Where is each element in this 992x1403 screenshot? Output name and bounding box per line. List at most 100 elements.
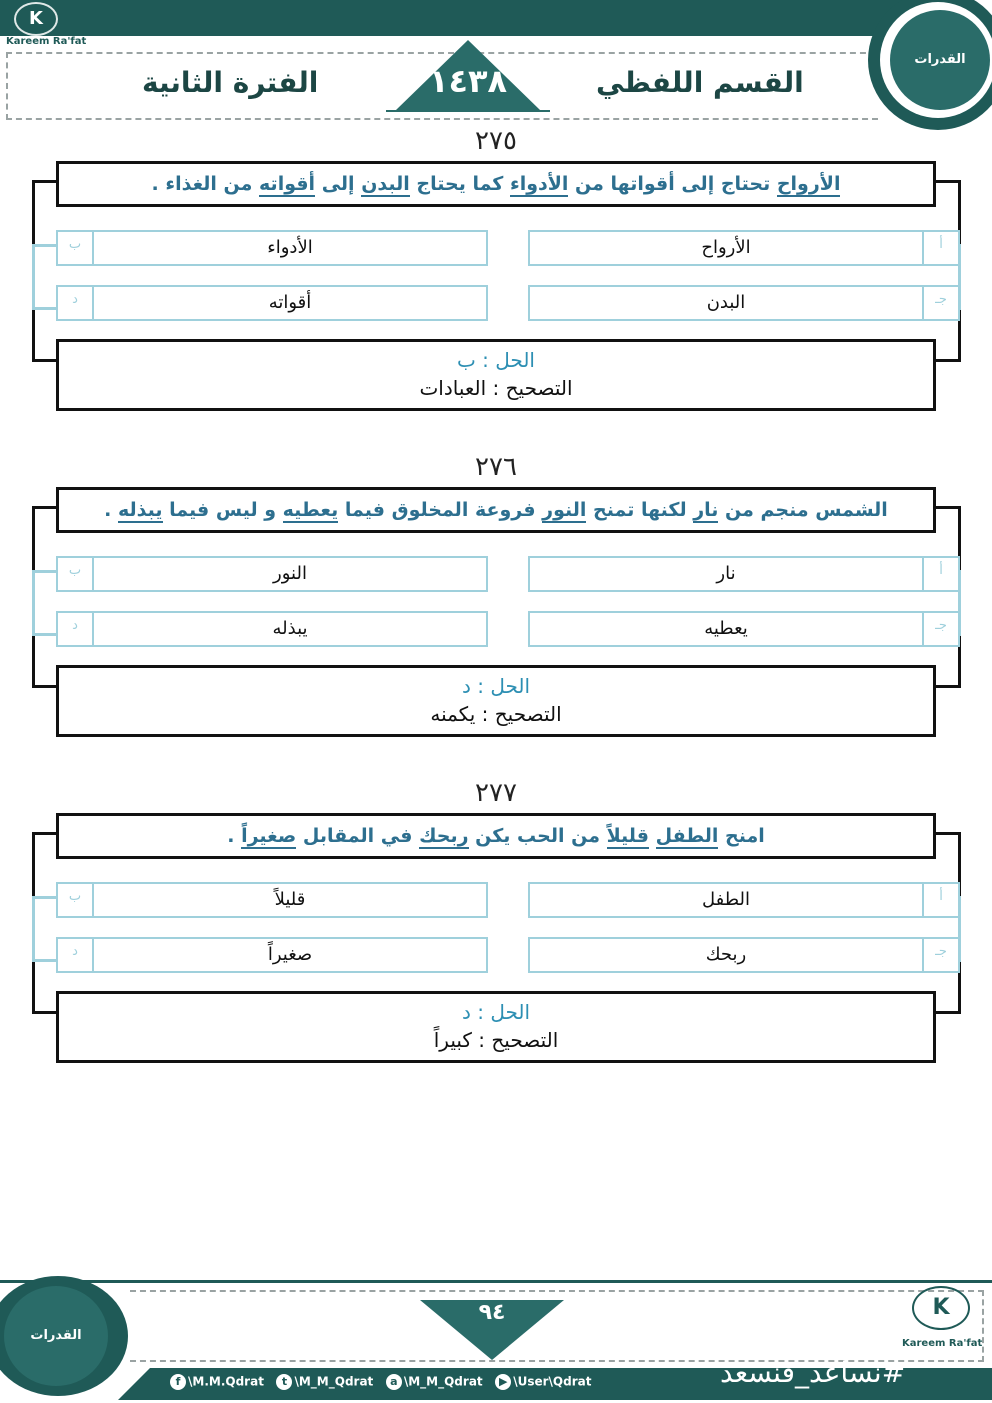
underlined-word: أقواته [259, 173, 316, 197]
facebook-icon: f [170, 1374, 186, 1390]
option-c-letter: جـ [922, 287, 958, 319]
kareem-logo-name: Kareem Ra'fat [6, 36, 87, 47]
answer-box: الحل : د التصحيح : يكمنه [56, 665, 936, 737]
option-a-letter: أ [922, 884, 958, 916]
question-text: و ليس فيما [162, 499, 283, 521]
option-b-text: قليلاً [274, 889, 306, 910]
youtube-link[interactable]: \User\Qdrat [513, 1374, 592, 1389]
underlined-word: قليلاً [606, 825, 649, 849]
question-text: في المقابل [296, 825, 420, 847]
option-c-letter: جـ [922, 613, 958, 645]
question-text: من الغذاء . [151, 173, 260, 195]
header-band [0, 0, 920, 36]
option-b-letter: ب [58, 558, 94, 590]
twitter-link[interactable]: \M_M_Qdrat [294, 1374, 374, 1389]
hashtag: #نساعد_فنسعد [720, 1356, 906, 1389]
option-a-letter: أ [922, 232, 958, 264]
underlined-word: نار [693, 499, 719, 523]
question-text: . [227, 825, 242, 847]
question-text: الشمس منجم من [718, 499, 888, 521]
question-text: لكنها تمنح [586, 499, 694, 521]
question-number: ٢٧٧ [475, 778, 517, 808]
underlined-word: الأرواح [776, 173, 841, 197]
question-text: تحتاج إلى أقواتها من [568, 173, 777, 195]
option-d-letter: د [58, 939, 94, 971]
social-links: f\M.M.Qdrat t\M_M_Qdrat a\M_M_Qdrat ▶\Us… [170, 1374, 591, 1390]
option-c[interactable]: جـ ربحك [528, 937, 960, 973]
question-number: ٢٧٥ [475, 126, 517, 156]
footer-kareem-logo-icon: K [912, 1286, 970, 1330]
year-label: ١٤٣٨ [428, 62, 508, 100]
year-underline [386, 110, 550, 112]
option-b-letter: ب [58, 884, 94, 916]
option-b[interactable]: ب النور [56, 556, 488, 592]
question-text: فروعة المخلوق فيما [338, 499, 543, 521]
footer-band [0, 1280, 992, 1375]
option-d-letter: د [58, 613, 94, 645]
correction-label: التصحيح : كبيراً [433, 1028, 559, 1052]
option-c-text: يعطيه [704, 618, 748, 639]
underlined-word: البدن [361, 173, 410, 197]
option-c[interactable]: جـ البدن [528, 285, 960, 321]
section-title: القسم اللفظي [596, 66, 804, 99]
question-text [649, 825, 656, 847]
underlined-word: يبذله [118, 499, 163, 523]
correction-label: التصحيح : العبادات [419, 376, 573, 400]
option-d-text: يبذله [272, 618, 308, 639]
question-sentence: الأرواح تحتاج إلى أقواتها من الأدواء كما… [56, 161, 936, 207]
option-a[interactable]: أ الأرواح [528, 230, 960, 266]
ask-link[interactable]: \M_M_Qdrat [403, 1374, 483, 1389]
option-b[interactable]: ب قليلاً [56, 882, 488, 918]
option-a[interactable]: أ نار [528, 556, 960, 592]
answer-box: الحل : ب التصحيح : العبادات [56, 339, 936, 411]
option-b[interactable]: ب الأدواء [56, 230, 488, 266]
option-a-letter: أ [922, 558, 958, 590]
underlined-word: النور [542, 499, 587, 523]
option-d[interactable]: د صغيراً [56, 937, 488, 973]
youtube-icon: ▶ [495, 1374, 512, 1390]
question-text: من الحب يكن [468, 825, 607, 847]
year-triangle [396, 40, 540, 110]
option-c-text: البدن [706, 292, 746, 313]
book-badge-icon: القدرات [890, 10, 990, 110]
correction-label: التصحيح : يكمنه [430, 702, 562, 726]
option-c-letter: جـ [922, 939, 958, 971]
twitter-icon: t [276, 1374, 293, 1390]
option-d[interactable]: د أقواته [56, 285, 488, 321]
question-sentence: الشمس منجم من نار لكنها تمنح النور فروعة… [56, 487, 936, 533]
footer-book-badge-icon: القدرات [4, 1286, 108, 1386]
option-d-letter: د [58, 287, 94, 319]
option-b-text: النور [273, 563, 307, 584]
page-number-triangle [420, 1300, 564, 1360]
question-text: إلى [315, 173, 362, 195]
option-c[interactable]: جـ يعطيه [528, 611, 960, 647]
option-a[interactable]: أ الطفل [528, 882, 960, 918]
underlined-word: صغيراً [241, 825, 297, 849]
facebook-link[interactable]: \M.M.Qdrat [188, 1374, 264, 1389]
footer-dashed-frame [130, 1290, 984, 1362]
option-d-text: أقواته [268, 292, 312, 313]
option-d-text: صغيراً [267, 944, 313, 965]
footer-kareem-logo-name: Kareem Ra'fat [902, 1338, 983, 1349]
underlined-word: الأدواء [509, 173, 569, 197]
option-a-text: الطفل [702, 889, 750, 910]
underlined-word: يعطيه [282, 499, 339, 523]
option-a-text: الأرواح [701, 237, 751, 258]
question-number: ٢٧٦ [475, 452, 517, 482]
option-b-text: الأدواء [267, 237, 313, 258]
option-c-text: ربحك [705, 944, 747, 965]
option-a-text: نار [716, 563, 736, 584]
option-d[interactable]: د يبذله [56, 611, 488, 647]
options-connector-left [32, 244, 57, 310]
kareem-logo-icon: K [14, 2, 58, 36]
answer-label: الحل : د [461, 674, 531, 698]
question-text: امنح [718, 825, 765, 847]
answer-box: الحل : د التصحيح : كبيراً [56, 991, 936, 1063]
answer-label: الحل : ب [457, 348, 535, 372]
question-sentence: امنح الطفل قليلاً من الحب يكن ربحك في ال… [56, 813, 936, 859]
underlined-word: الطفل [655, 825, 719, 849]
option-b-letter: ب [58, 232, 94, 264]
options-connector-left [32, 896, 57, 962]
period-title: الفترة الثانية [142, 66, 319, 99]
question-text: . [104, 499, 119, 521]
